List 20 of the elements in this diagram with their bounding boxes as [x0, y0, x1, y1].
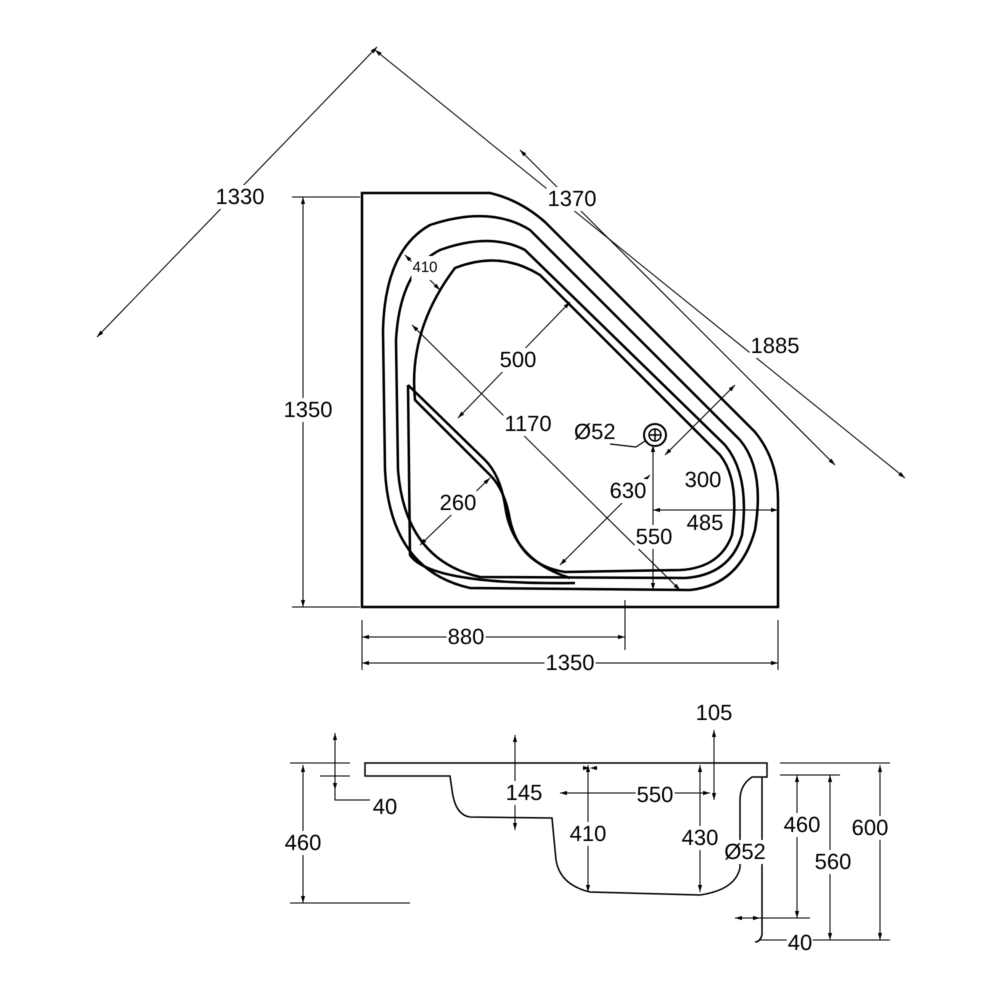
dimension-label: 410 — [568, 822, 608, 846]
dimension-label: Ø52 — [723, 840, 767, 864]
dimension-label: 430 — [680, 826, 720, 850]
drain-icon — [643, 423, 667, 447]
dimension-label: 500 — [498, 348, 538, 372]
dimension-label: 460 — [284, 831, 322, 855]
dimension-label: 1350 — [282, 398, 334, 422]
dimension-label: 460 — [782, 813, 822, 837]
dimension-label: 1370 — [546, 187, 598, 211]
dimension-label: 1170 — [503, 412, 553, 436]
dimension-label: 630 — [608, 479, 648, 503]
dimension-label: Ø52 — [574, 420, 634, 444]
dimension-label: 600 — [850, 816, 890, 840]
dimension-label: 550 — [634, 525, 674, 549]
dimension-label: 260 — [438, 491, 478, 515]
leader-line — [610, 440, 646, 448]
dimension-label: 410 — [411, 256, 439, 280]
dimension-label: 1330 — [214, 185, 266, 209]
dimension-label: 145 — [504, 781, 544, 805]
dimension-label: 560 — [814, 850, 852, 874]
